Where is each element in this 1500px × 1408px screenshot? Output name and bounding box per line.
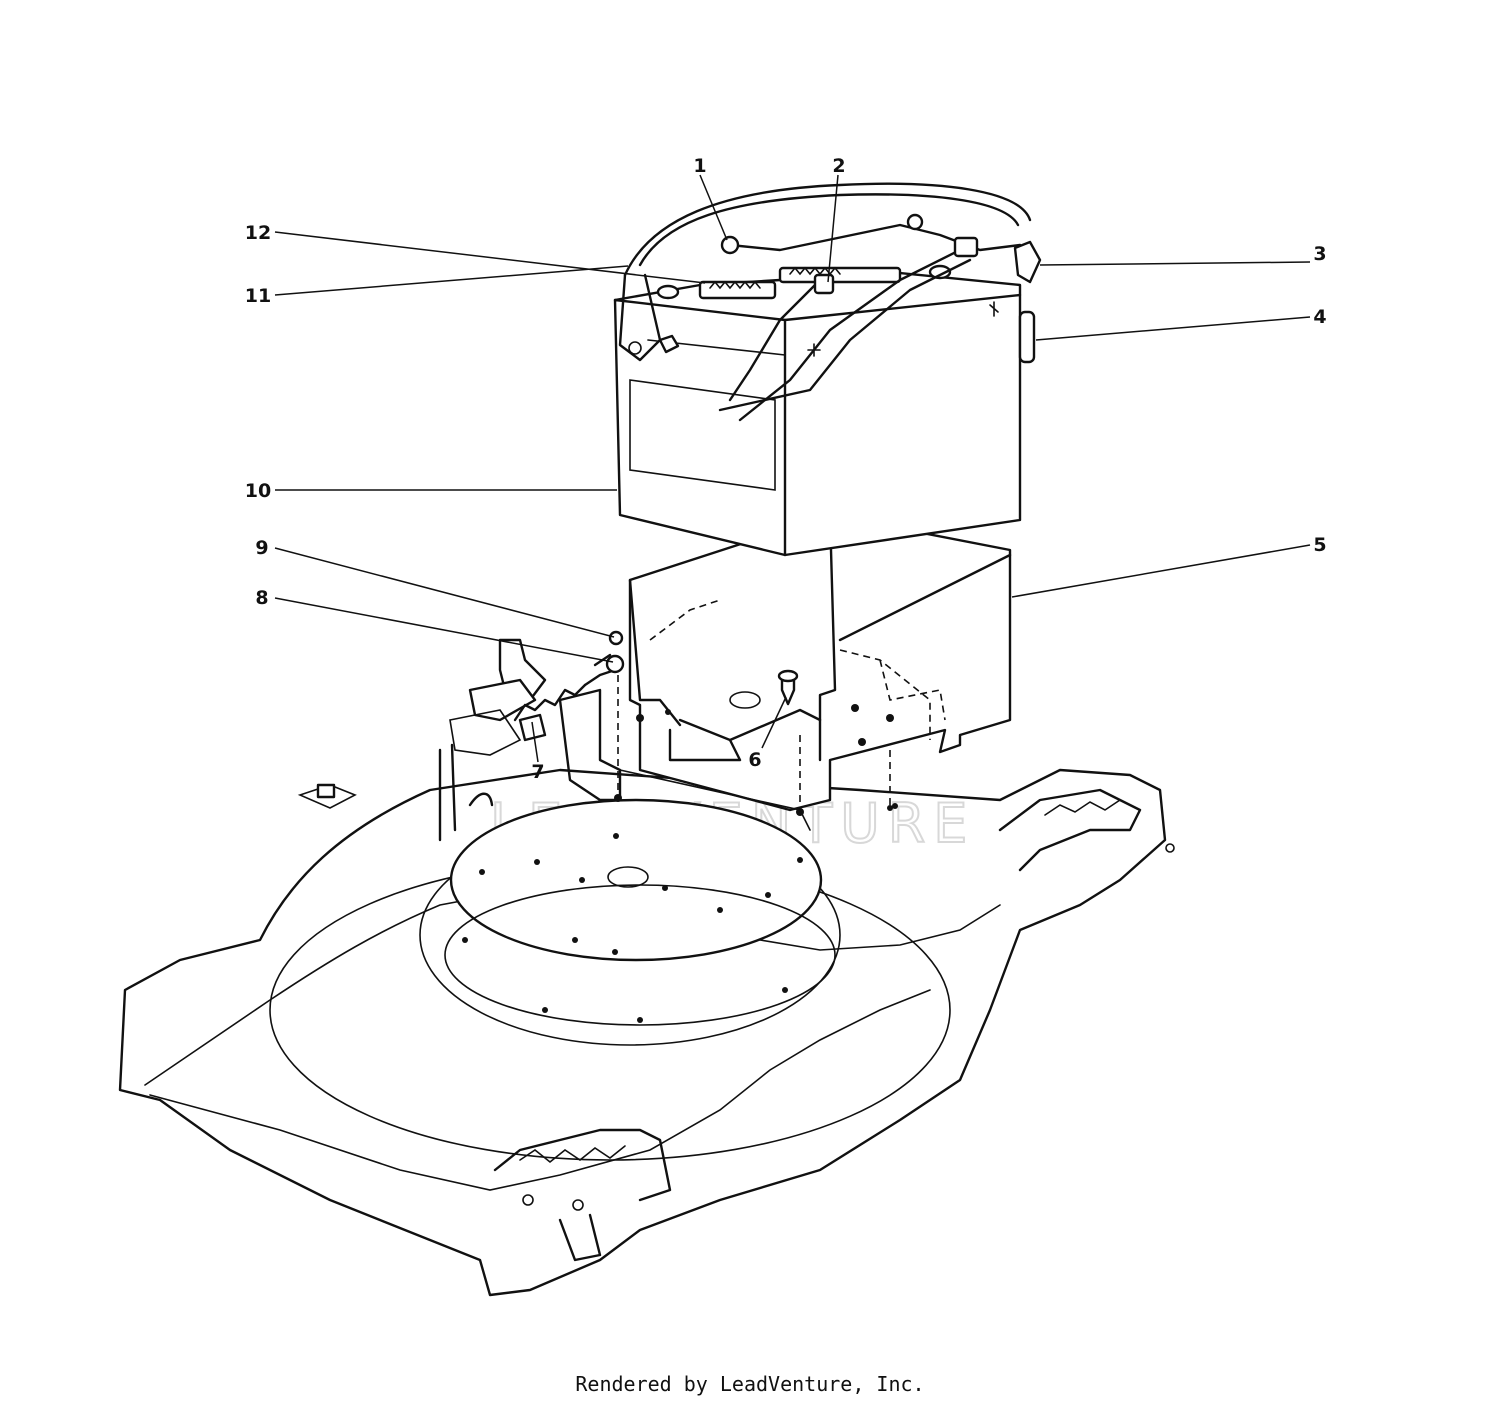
- leader-3: [1039, 261, 1311, 266]
- mower-deck: [118, 743, 1175, 1297]
- callout-2: 2: [832, 155, 845, 177]
- leader-7: [531, 721, 539, 763]
- battery-cell-caps: [656, 264, 952, 300]
- callout-8: 8: [255, 587, 268, 609]
- callout-12: 12: [245, 222, 271, 244]
- leader-6: [761, 696, 787, 749]
- callout-11: 11: [245, 285, 271, 307]
- leader-9: [274, 547, 615, 638]
- callout-6: 6: [748, 749, 761, 771]
- leader-2: [827, 174, 839, 283]
- battery-cables: [718, 213, 1042, 422]
- battery-strap: [618, 182, 1032, 362]
- battery-tray: [558, 459, 1012, 831]
- callout-4: 4: [1313, 306, 1326, 328]
- callout-7: 7: [531, 761, 544, 783]
- safety-switch-assembly: [449, 630, 625, 756]
- callout-3: 3: [1313, 243, 1326, 265]
- leader-5: [1011, 544, 1311, 598]
- battery: [613, 264, 1022, 557]
- leader-1: [699, 174, 728, 241]
- leader-lines: [274, 174, 1311, 763]
- callout-labels: 1 2 3 4 5 6 7 8 9 10 11 12: [245, 155, 1327, 783]
- leader-11: [274, 265, 629, 296]
- callout-9: 9: [255, 537, 268, 559]
- footer-credit: Rendered by LeadVenture, Inc.: [575, 1372, 925, 1396]
- callout-5: 5: [1313, 534, 1326, 556]
- leader-4: [1035, 316, 1311, 341]
- leader-8: [274, 597, 614, 663]
- leader-12: [274, 231, 706, 284]
- callout-1: 1: [693, 155, 706, 177]
- callout-10: 10: [245, 480, 271, 502]
